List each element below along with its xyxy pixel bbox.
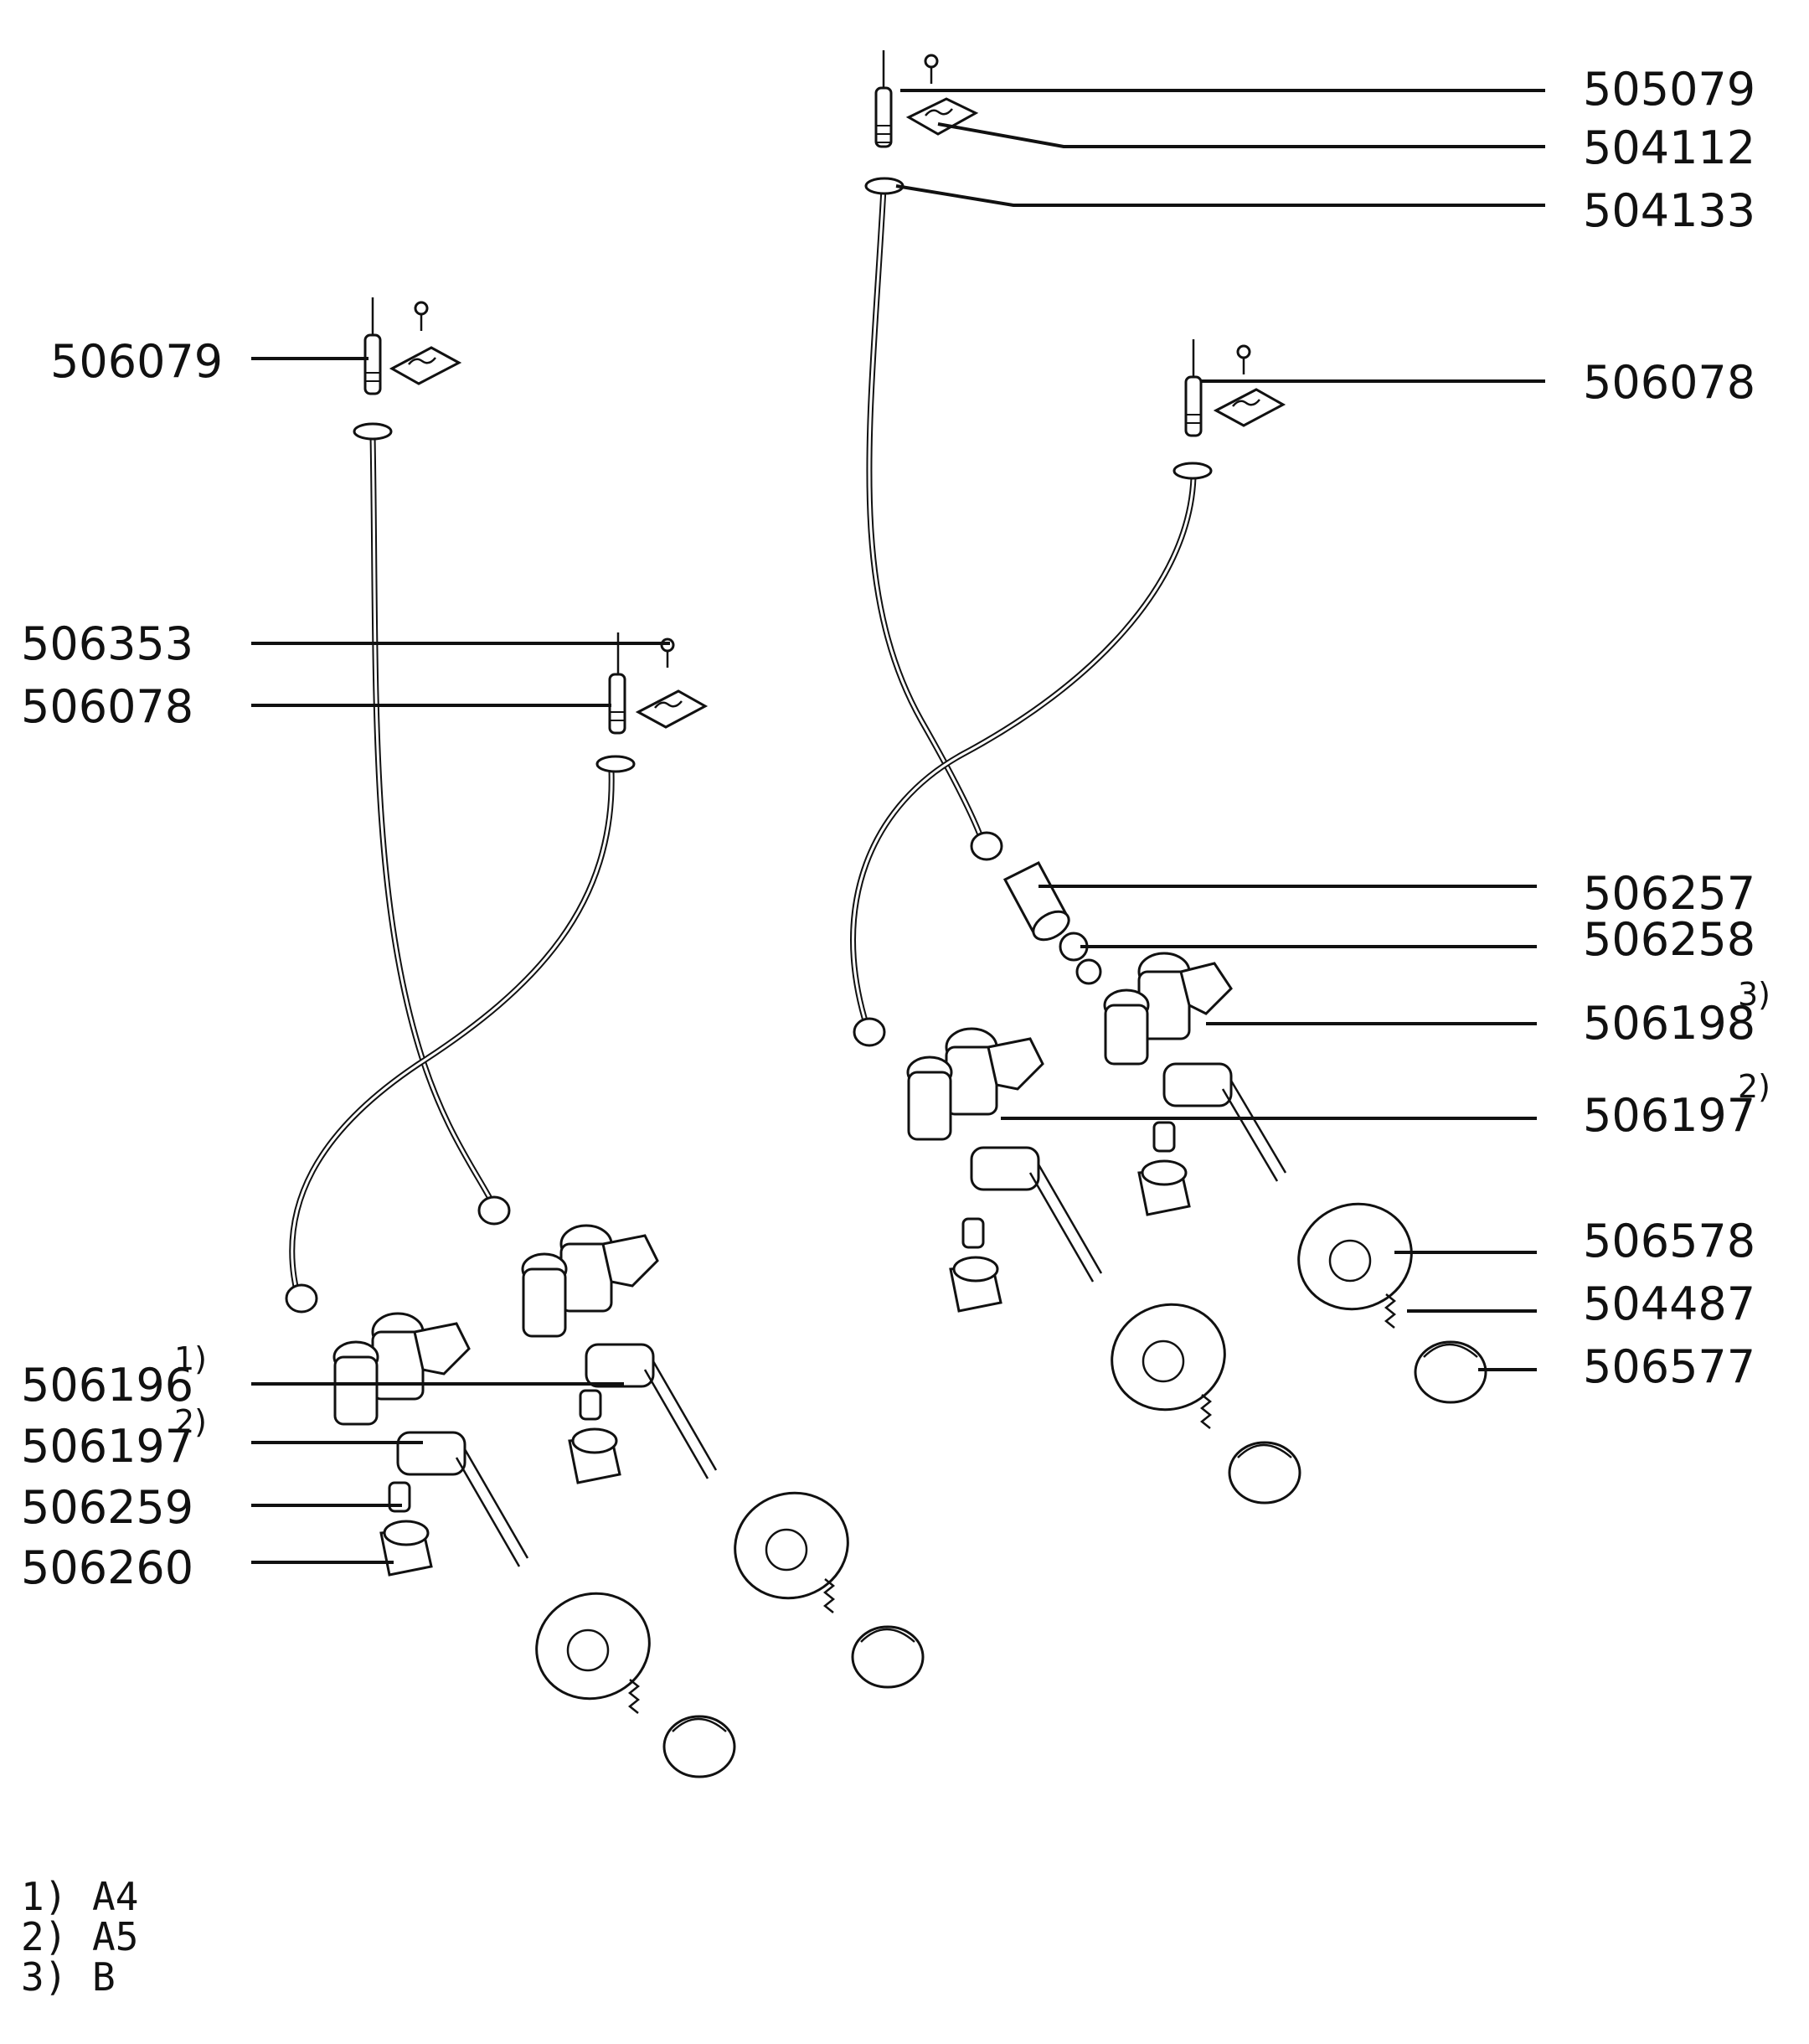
footnote-3-marker: 3)	[21, 1954, 67, 2000]
valve-506197-left	[332, 1312, 529, 1567]
label-506197-left: 506197	[21, 1420, 193, 1473]
valve-506197-right	[906, 1027, 1103, 1283]
sensor-506078-left	[595, 632, 709, 773]
label-506578: 506578	[1583, 1215, 1755, 1267]
footnote-2-marker: 2)	[21, 1914, 67, 1959]
clip-504112	[905, 97, 979, 136]
part-labels: 505079 504112 504133 506078 506079 50635…	[21, 63, 1770, 1594]
springs	[627, 1293, 1397, 1714]
label-506079: 506079	[50, 335, 223, 388]
label-506259: 506259	[21, 1481, 193, 1534]
valve-506198	[1103, 952, 1287, 1182]
thermocouple-pipes	[289, 188, 1197, 1295]
label-506353: 506353	[21, 617, 193, 670]
label-504133: 504133	[1583, 184, 1755, 237]
label-506196: 506196	[21, 1359, 193, 1412]
label-506078-left: 506078	[21, 680, 193, 733]
sensor-506078-right	[1172, 339, 1286, 480]
leader-lines	[251, 89, 1545, 1564]
label-506196-sup: 1)	[174, 1340, 207, 1377]
screw-504112	[924, 54, 939, 84]
sensor-506079	[353, 297, 462, 441]
label-506257: 506257	[1583, 867, 1755, 920]
label-506198: 506198	[1583, 997, 1755, 1050]
label-506197-left-sup: 2)	[174, 1403, 207, 1440]
pipe-nuts	[285, 831, 1003, 1314]
label-506197-right: 506197	[1583, 1089, 1755, 1142]
label-506260: 506260	[21, 1541, 193, 1594]
label-506198-sup: 3)	[1738, 976, 1770, 1013]
dial-plates	[535, 1202, 1413, 1701]
fitting-506258	[1059, 932, 1102, 985]
label-504487: 504487	[1583, 1278, 1755, 1330]
label-505079: 505079	[1583, 63, 1755, 116]
footnote-3-text: B	[92, 1954, 116, 2000]
footnote-1-text: A4	[92, 1874, 138, 1919]
label-506197-right-sup: 2)	[1738, 1068, 1770, 1105]
sensor-505079	[864, 50, 904, 195]
footnote-2-text: A5	[92, 1914, 138, 1959]
label-506258: 506258	[1583, 913, 1755, 966]
label-506577: 506577	[1583, 1340, 1755, 1393]
label-506078-right: 506078	[1583, 356, 1755, 409]
footnotes: 1) A4 2) A5 3) B	[21, 1874, 138, 2000]
label-504112: 504112	[1583, 121, 1755, 174]
valve-506196	[521, 1224, 718, 1479]
fitting-506257	[1002, 861, 1070, 942]
inserts-and-nuts	[379, 1121, 1191, 1577]
knobs	[662, 1340, 1487, 1778]
footnote-1-marker: 1)	[21, 1874, 67, 1919]
